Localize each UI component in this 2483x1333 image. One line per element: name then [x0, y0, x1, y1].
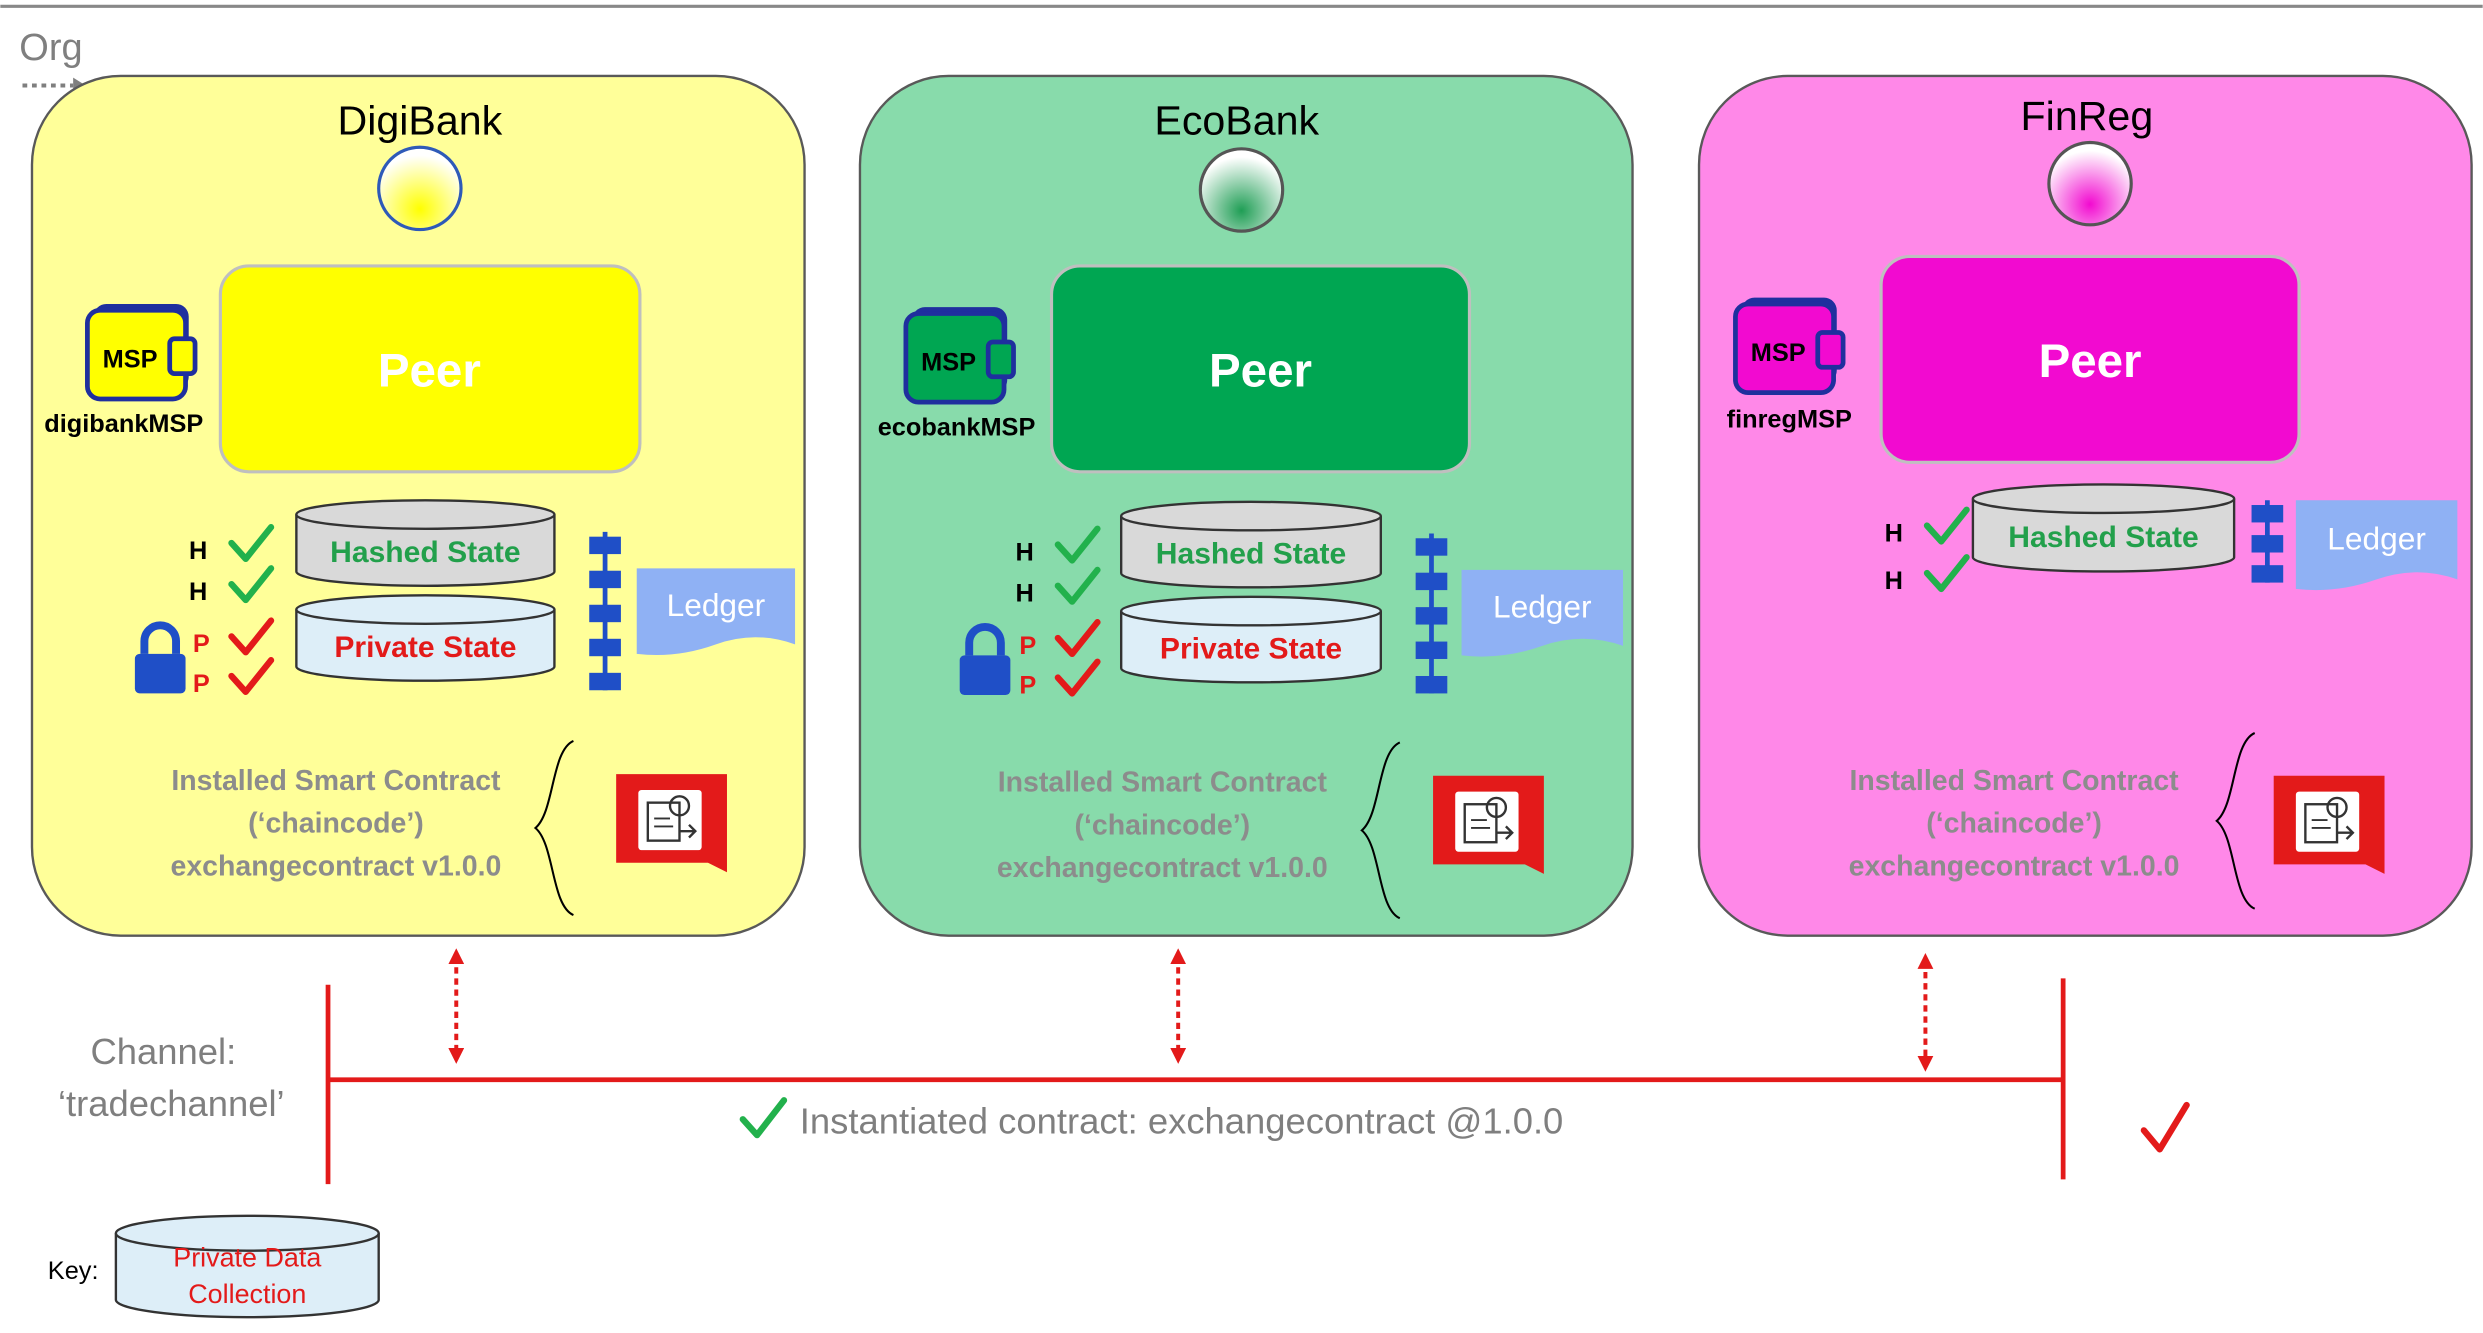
hashed-state-label: Hashed State: [330, 536, 520, 569]
peer-box: [1879, 254, 2301, 464]
ledger-label: Ledger: [667, 587, 766, 623]
channel-label-line1: Channel:: [91, 1031, 237, 1072]
peer-label: Peer: [2039, 335, 2142, 388]
ledger-document: [2295, 500, 2458, 591]
installed-contract-line: exchangecontract v1.0.0: [1849, 850, 2180, 882]
check-icon: [1923, 554, 1970, 593]
org-title: FinReg: [2021, 93, 2154, 139]
ledger-label: Ledger: [1493, 588, 1592, 624]
hashed-state-label: Hashed State: [1156, 538, 1346, 571]
msp-wallet-icon: MSP: [1733, 297, 1846, 395]
blockchain-icon: [1415, 533, 1448, 694]
check-icon: [228, 524, 275, 563]
msp-badge-text: MSP: [921, 348, 976, 376]
check-icon: [739, 1097, 788, 1139]
key-item-line1: Private Data: [173, 1243, 321, 1273]
org-title: EcoBank: [1154, 98, 1319, 144]
hash-mark: H: [189, 578, 207, 606]
peer-node-icon: [1198, 147, 1285, 233]
msp-name: digibankMSP: [44, 410, 203, 438]
curly-brace: [2215, 732, 2256, 910]
installed-contract-line: (‘chaincode’): [248, 808, 424, 840]
installed-contract-line: Installed Smart Contract: [998, 767, 1328, 799]
msp-wallet-icon: MSP: [903, 307, 1016, 405]
key-legend: Key: Private Data Collection: [48, 1214, 380, 1319]
check-icon: [1054, 566, 1101, 605]
ledger-document: [636, 568, 796, 656]
check-icon: [1054, 619, 1101, 658]
hash-mark: H: [1885, 519, 1903, 547]
installed-contract-line: (‘chaincode’): [1074, 809, 1250, 841]
installed-contract-line: (‘chaincode’): [1926, 808, 2102, 840]
hashed-state-label: Hashed State: [2008, 521, 2198, 554]
msp-name: finregMSP: [1727, 405, 1852, 433]
private-data-collection-icon: [114, 1214, 380, 1319]
ledger-label: Ledger: [2327, 520, 2426, 556]
private-state-label: Private State: [334, 631, 516, 664]
ledger-document: [1461, 569, 1624, 657]
blockchain-icon: [589, 531, 621, 691]
peer-node-icon: [2047, 140, 2133, 227]
channel: Channel: ‘tradechannel’ Instantiated con…: [58, 948, 2190, 1185]
hash-mark: H: [1015, 538, 1033, 566]
private-state-cylinder: [1119, 595, 1383, 684]
hashed-state-cylinder: [295, 499, 556, 587]
msp-name: ecobankMSP: [878, 413, 1036, 441]
msp-badge-text: MSP: [103, 345, 158, 373]
chaincode-icon: [1433, 775, 1544, 874]
private-mark: P: [193, 630, 210, 658]
private-mark: P: [1019, 632, 1036, 660]
chaincode-icon: [2273, 775, 2385, 874]
private-state-cylinder: [295, 594, 556, 682]
instantiated-contract-text: Instantiated contract: exchangecontract …: [800, 1101, 1564, 1142]
peer-node-icon: [377, 145, 463, 232]
msp-badge-text: MSP: [1751, 339, 1806, 367]
check-icon: [1923, 506, 1970, 545]
blockchain-icon: [2251, 500, 2284, 583]
org-title: DigiBank: [337, 98, 502, 144]
installed-contract-line: Installed Smart Contract: [171, 765, 501, 797]
msp-wallet-icon: MSP: [85, 303, 198, 402]
peer-label: Peer: [378, 344, 481, 397]
org-legend-title: Org: [19, 27, 82, 69]
channel-label-line2: ‘tradechannel’: [58, 1083, 285, 1124]
lock-icon: [134, 621, 186, 694]
peer-box: [218, 264, 642, 474]
check-icon: [1054, 658, 1101, 697]
hashed-state-cylinder: [1119, 500, 1383, 589]
private-mark: P: [193, 670, 210, 698]
check-icon: [228, 657, 275, 695]
curly-brace: [1360, 741, 1401, 920]
installed-contract-line: Installed Smart Contract: [1849, 765, 2179, 797]
key-label: Key:: [48, 1257, 99, 1285]
check-icon: [2140, 1101, 2190, 1153]
check-icon: [228, 565, 275, 604]
lock-icon: [959, 623, 1011, 695]
hash-mark: H: [189, 537, 207, 565]
hashed-state-cylinder: [1971, 483, 2236, 573]
private-state-label: Private State: [1160, 633, 1342, 666]
check-icon: [1054, 525, 1101, 564]
chaincode-icon: [616, 774, 727, 873]
installed-contract-line: exchangecontract v1.0.0: [997, 852, 1328, 884]
installed-contract-line: exchangecontract v1.0.0: [170, 850, 501, 882]
hash-mark: H: [1015, 580, 1033, 608]
hash-mark: H: [1885, 567, 1903, 595]
curly-brace: [533, 739, 574, 916]
peer-label: Peer: [1209, 344, 1312, 397]
check-icon: [228, 617, 275, 656]
private-mark: P: [1019, 671, 1036, 699]
peer-box: [1049, 264, 1472, 474]
key-item-line2: Collection: [188, 1279, 306, 1309]
